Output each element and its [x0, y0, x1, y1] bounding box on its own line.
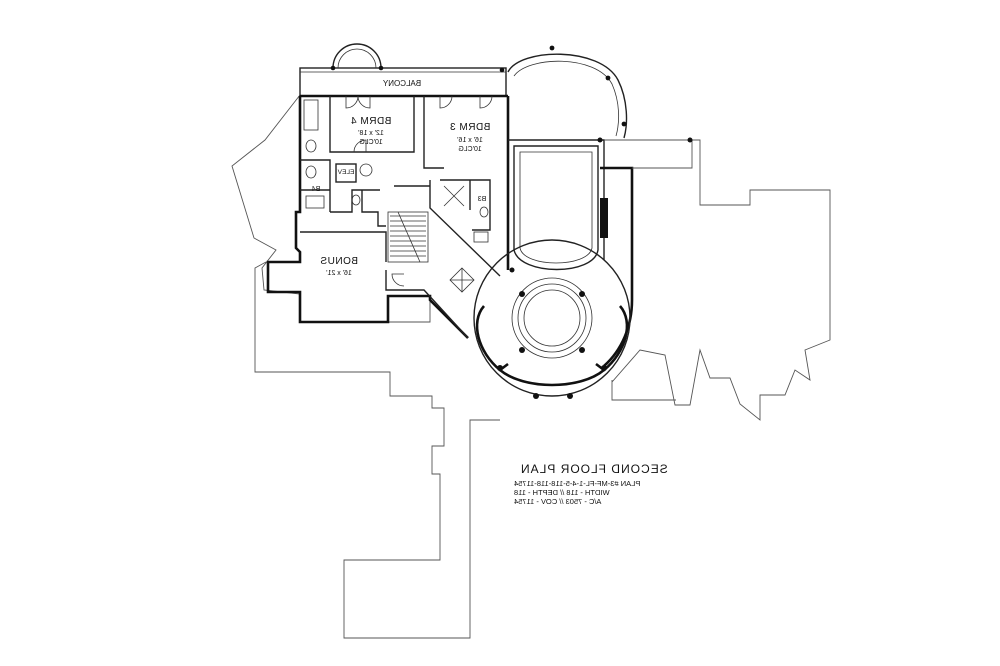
open-to-below-courtyard [473, 45, 693, 399]
balcony [299, 43, 507, 97]
plan-number: PLAN #3-MF-FL-1-4-5-118-118-11754 [514, 479, 641, 488]
plan-area: A/C - 7503 // COV - 11754 [514, 497, 602, 506]
door-swings [345, 95, 493, 287]
elev-label: ELEV [337, 169, 355, 176]
first-floor-roof-outline [231, 68, 831, 639]
bdrm4-ceiling: 10'CLG [359, 139, 383, 146]
balcony-label: BALCONY [382, 79, 422, 88]
landing-skylight [449, 267, 475, 293]
b3-label: B3 [477, 196, 487, 203]
plan-title: SECOND FLOOR PLAN [520, 462, 668, 476]
bdrm4-size: 12' x 18' [358, 130, 384, 137]
bath-fixtures [303, 99, 489, 243]
bdrm3-ceiling: 10'CLG [458, 146, 482, 153]
b4-label: B4 [311, 186, 321, 193]
bdrm3-size: 16' x 16' [457, 137, 483, 144]
bonus-label: BONUS [319, 256, 359, 267]
bdrm3-label: BDRM 3 [449, 122, 491, 133]
plan-dimensions: WIDTH - 118 // DEPTH - 118 [514, 488, 610, 497]
staircase [387, 211, 429, 263]
bonus-size: 16' x 21' [326, 270, 352, 277]
bdrm4-label: BDRM 4 [350, 116, 392, 127]
